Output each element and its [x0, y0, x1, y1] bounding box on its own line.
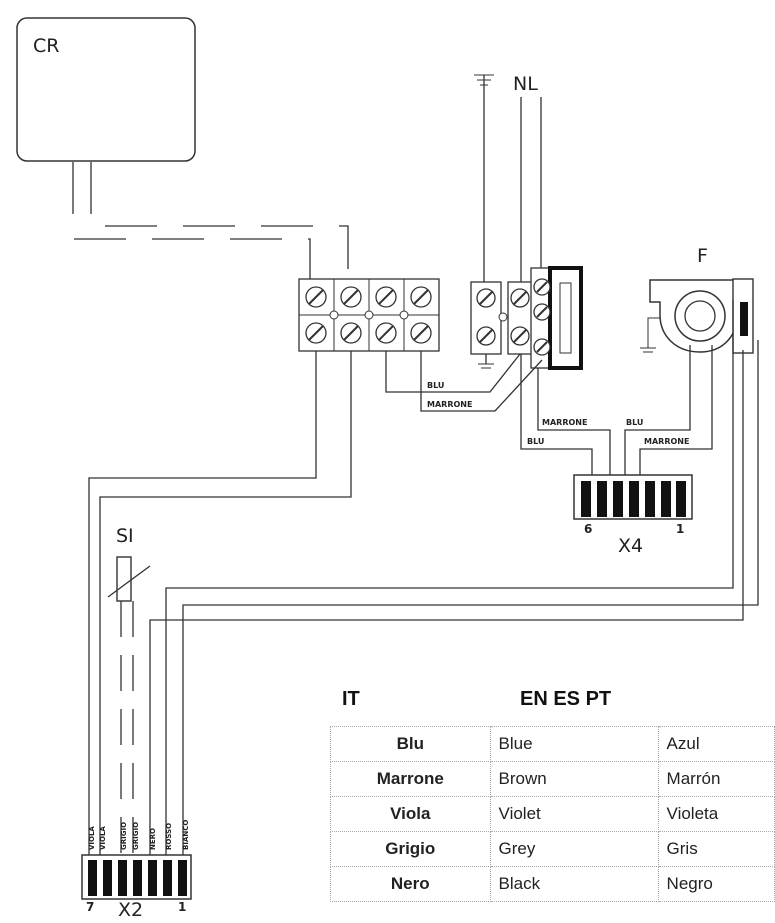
svg-text:VIOLA: VIOLA — [99, 826, 107, 850]
fan-label: F — [697, 245, 708, 267]
mains-terminal — [470, 266, 583, 370]
legend-es: Negro — [657, 866, 775, 902]
si-label: SI — [116, 525, 134, 547]
svg-text:1: 1 — [178, 900, 186, 914]
connector-x2: 7 1 X2 — [81, 854, 192, 921]
svg-text:NERO: NERO — [149, 828, 157, 850]
legend-it: Nero — [330, 866, 491, 902]
svg-text:7: 7 — [86, 900, 94, 914]
svg-text:6: 6 — [584, 522, 592, 536]
svg-text:BLU: BLU — [427, 381, 444, 390]
x2-wire-labels: VIOLA VIOLA GRIGIO GRIGIO NERO ROSSO BIA… — [88, 820, 190, 850]
legend-header-langs: EN ES PT — [520, 688, 612, 710]
svg-text:VIOLA: VIOLA — [88, 826, 96, 850]
cr-label: CR — [33, 35, 59, 57]
internal-wires: BLU MARRONE MARRONE BLU — [385, 351, 611, 478]
legend-it: Viola — [330, 796, 491, 832]
legend-header-it: IT — [342, 688, 360, 710]
cr-lead-wires — [72, 162, 349, 279]
legend-es: Gris — [657, 831, 775, 867]
x2-label: X2 — [118, 899, 143, 918]
terminal-block — [298, 278, 440, 352]
color-legend: IT EN ES PT Blu Blue Azul Marrone Brown … — [312, 686, 775, 918]
svg-text:MARRONE: MARRONE — [542, 418, 587, 427]
mains-input: ⏚ NL — [474, 73, 542, 282]
table-row: Marrone Brown Marrón — [330, 761, 775, 797]
legend-es: Violeta — [657, 796, 775, 832]
legend-it: Grigio — [330, 831, 491, 867]
table-row: Viola Violet Violeta — [330, 796, 775, 832]
legend-es: Marrón — [657, 761, 775, 797]
svg-text:GRIGIO: GRIGIO — [120, 822, 128, 850]
svg-text:BLU: BLU — [626, 418, 643, 427]
svg-text:BLU: BLU — [527, 437, 544, 446]
sensor-si: SI — [107, 525, 151, 855]
legend-en: Black — [489, 866, 659, 902]
svg-text:1: 1 — [676, 522, 684, 536]
legend-en: Grey — [489, 831, 659, 867]
legend-table: Blu Blue Azul Marrone Brown Marrón Viola… — [330, 726, 775, 902]
svg-text:ROSSO: ROSSO — [165, 823, 173, 850]
legend-en: Brown — [489, 761, 659, 797]
legend-en: Violet — [489, 796, 659, 832]
connector-x4: 6 1 X4 — [573, 474, 693, 557]
fan: F BLU MARRONE — [624, 245, 754, 478]
svg-text:MARRONE: MARRONE — [644, 437, 689, 446]
nl-label: NL — [513, 73, 538, 95]
table-row: Nero Black Negro — [330, 866, 775, 902]
svg-text:GRIGIO: GRIGIO — [132, 822, 140, 850]
table-row: Grigio Grey Gris — [330, 831, 775, 867]
cr-box — [16, 17, 196, 162]
legend-en: Blue — [489, 726, 659, 762]
legend-es: Azul — [657, 726, 775, 762]
svg-text:MARRONE: MARRONE — [427, 400, 472, 409]
table-row: Blu Blue Azul — [330, 726, 775, 762]
legend-it: Marrone — [330, 761, 491, 797]
legend-it: Blu — [330, 726, 491, 762]
x4-label: X4 — [618, 535, 643, 557]
svg-text:BIANCO: BIANCO — [182, 820, 190, 850]
x2-feed-wires — [88, 300, 759, 855]
